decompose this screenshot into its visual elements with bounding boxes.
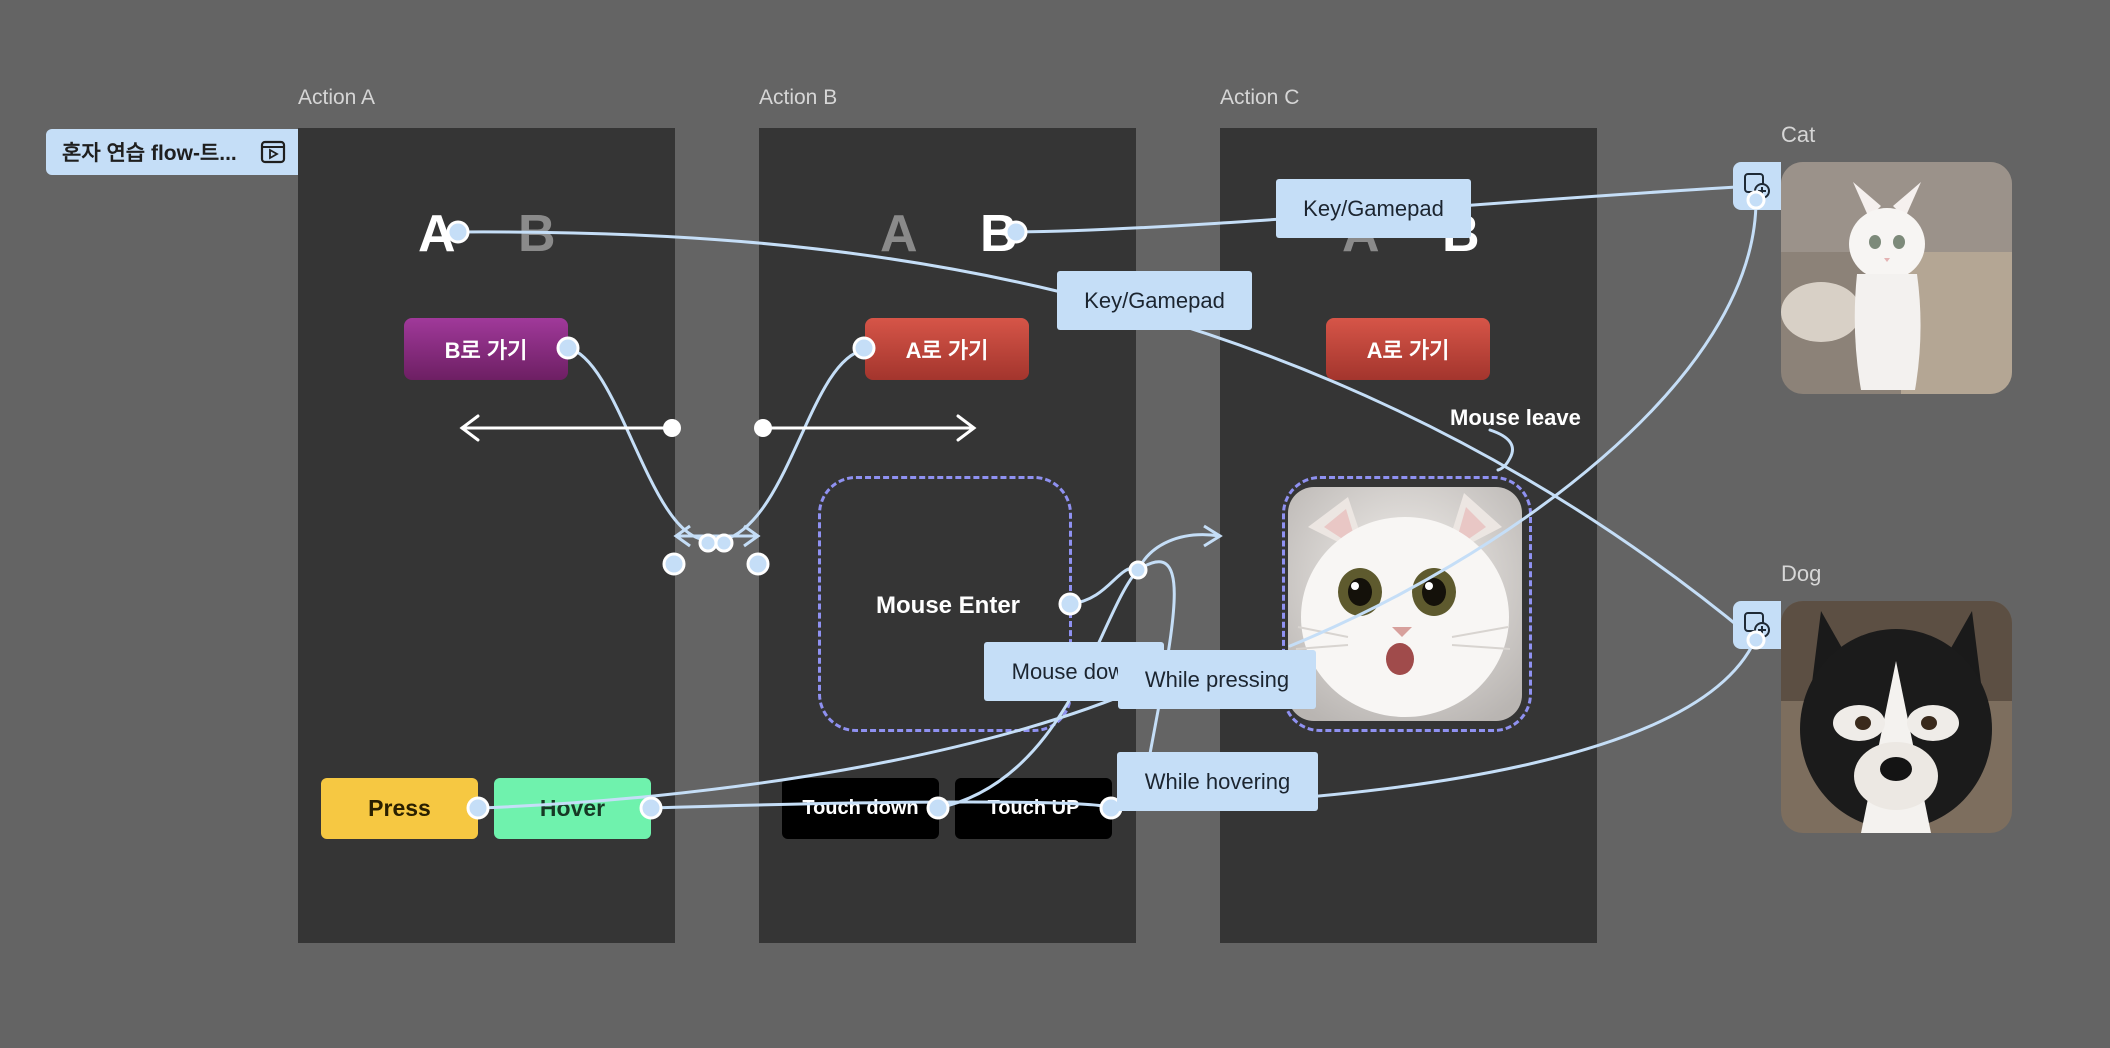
- go-to-a-button-c[interactable]: A로 가기: [1326, 318, 1490, 380]
- flow-start-chip[interactable]: 혼자 연습 flow-트...: [46, 129, 298, 175]
- touch-down-button[interactable]: Touch down: [782, 778, 939, 839]
- touch-up-button[interactable]: Touch UP: [955, 778, 1112, 839]
- flow-chip-label: 혼자 연습 flow-트...: [62, 142, 237, 165]
- frame-label-action-a[interactable]: Action A: [298, 86, 376, 109]
- overlay-label-dog[interactable]: Dog: [1781, 561, 1822, 586]
- overlay-label-cat[interactable]: Cat: [1781, 122, 1816, 147]
- dog-overlay-handle[interactable]: [1733, 601, 1781, 649]
- trigger-key-gamepad-top[interactable]: Key/Gamepad: [1276, 179, 1471, 238]
- letter-b-active-b: B: [980, 205, 1018, 263]
- dog-overlay-image[interactable]: [1781, 601, 2012, 833]
- surprised-cat-image[interactable]: [1288, 487, 1522, 721]
- swap-arrows: [673, 524, 761, 548]
- cat-overlay-image[interactable]: [1781, 162, 2012, 394]
- trigger-key-gamepad[interactable]: Key/Gamepad: [1057, 271, 1252, 330]
- play-box-icon[interactable]: [260, 139, 286, 165]
- frame-label-action-c[interactable]: Action C: [1220, 86, 1300, 109]
- press-button[interactable]: Press: [321, 778, 478, 839]
- letter-a-inactive-b: A: [880, 205, 918, 263]
- hover-button[interactable]: Hover: [494, 778, 651, 839]
- letter-a-active: A: [418, 205, 456, 263]
- letter-b-inactive: B: [518, 205, 556, 263]
- frame-label-action-b[interactable]: Action B: [759, 86, 838, 109]
- overlay-add-icon: [1744, 612, 1770, 638]
- mouse-leave-label: Mouse leave: [1450, 405, 1581, 430]
- trigger-while-pressing[interactable]: While pressing: [1118, 650, 1316, 709]
- go-to-a-button-b[interactable]: A로 가기: [865, 318, 1029, 380]
- cat-overlay-handle[interactable]: [1733, 162, 1781, 210]
- mouse-enter-label: Mouse Enter: [876, 592, 1021, 619]
- overlay-add-icon: [1744, 173, 1770, 199]
- trigger-while-hovering[interactable]: While hovering: [1117, 752, 1318, 811]
- go-to-b-button[interactable]: B로 가기: [404, 318, 568, 380]
